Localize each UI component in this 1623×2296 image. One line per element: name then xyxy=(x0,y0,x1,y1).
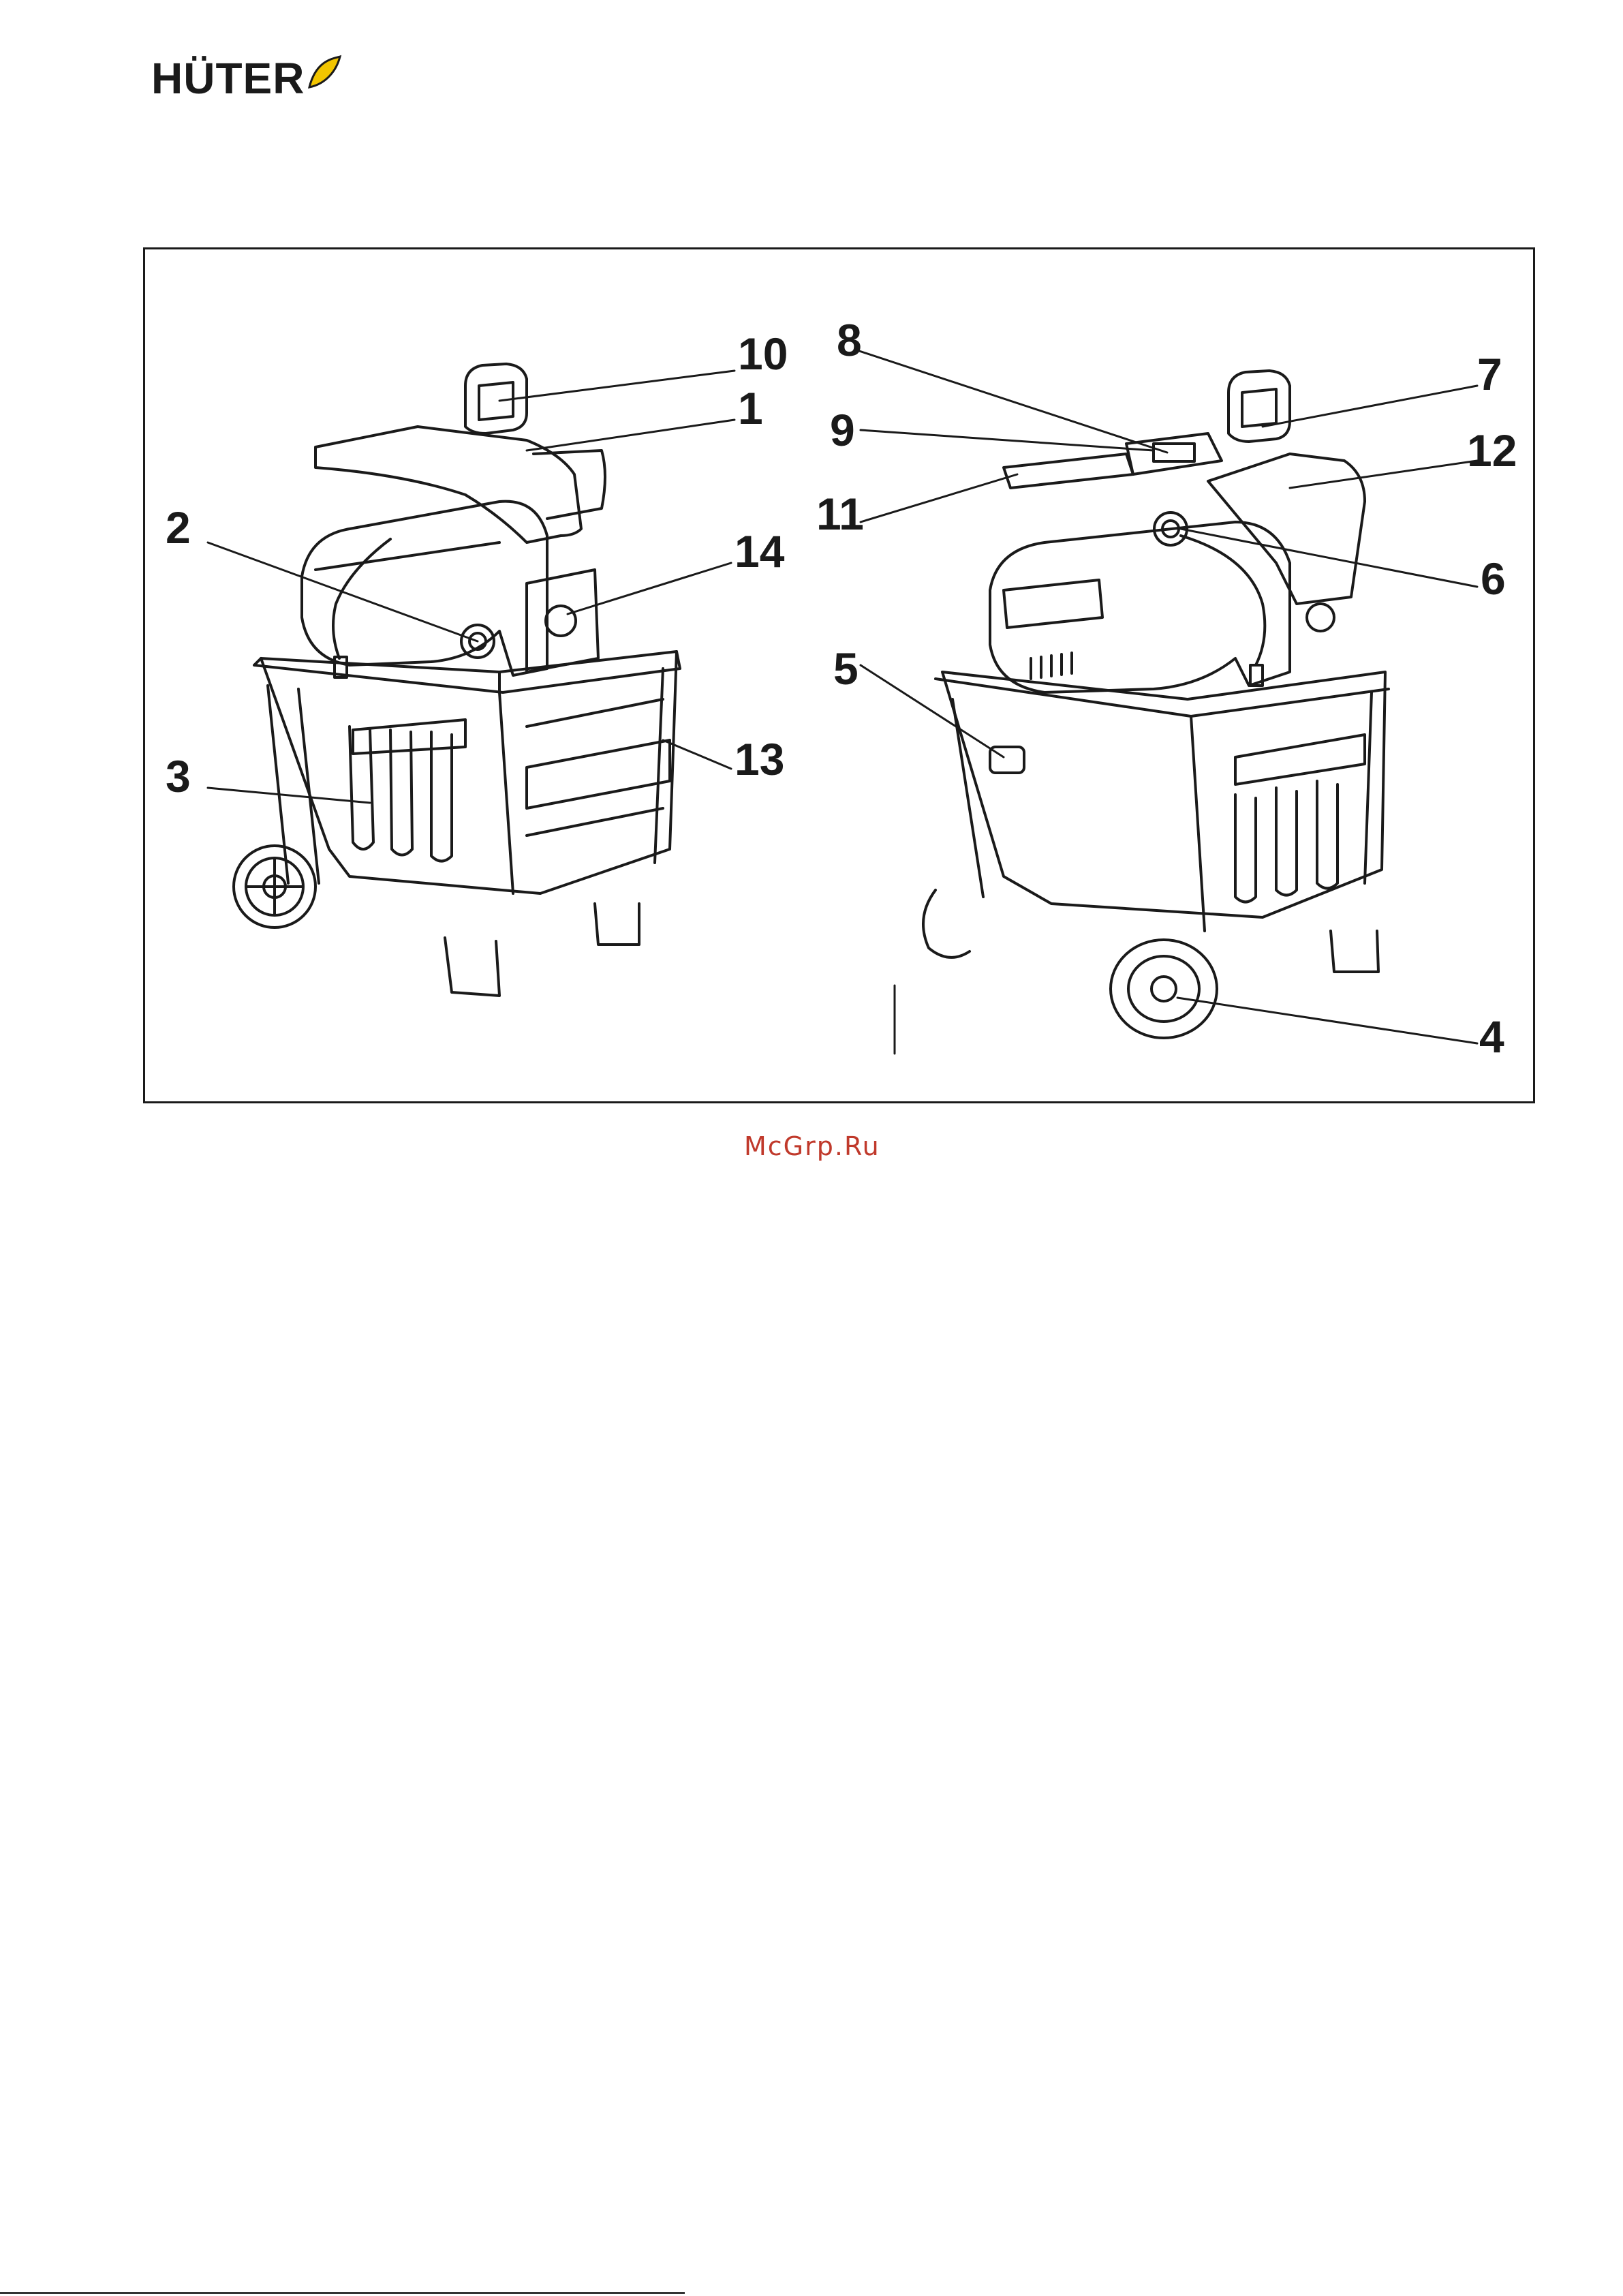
callout-4: 4 xyxy=(1479,1014,1504,1059)
callout-1: 1 xyxy=(738,386,763,431)
callout-7: 7 xyxy=(1477,352,1502,397)
callout-3: 3 xyxy=(166,754,191,799)
callout-9: 9 xyxy=(830,408,855,453)
watermark-text: McGrp.Ru xyxy=(744,1131,880,1161)
callout-13: 13 xyxy=(735,737,784,782)
callout-2: 2 xyxy=(166,505,191,550)
footer-divider xyxy=(0,2292,685,2294)
logo-leaf-icon xyxy=(303,53,343,94)
left-shredder-drawing xyxy=(234,364,680,996)
callout-5: 5 xyxy=(833,646,859,691)
brand-logo: HÜTER xyxy=(151,53,342,108)
brand-name: HÜTER xyxy=(151,53,305,104)
callout-6: 6 xyxy=(1481,556,1506,601)
right-shredder-drawing xyxy=(895,371,1389,1054)
callout-10: 10 xyxy=(738,331,788,376)
callout-8: 8 xyxy=(837,318,862,363)
figure-frame: 10 1 2 14 3 13 8 9 7 12 11 6 5 4 xyxy=(143,247,1535,1103)
callout-12: 12 xyxy=(1467,428,1517,473)
callout-11: 11 xyxy=(816,491,864,536)
callout-14: 14 xyxy=(735,529,784,574)
